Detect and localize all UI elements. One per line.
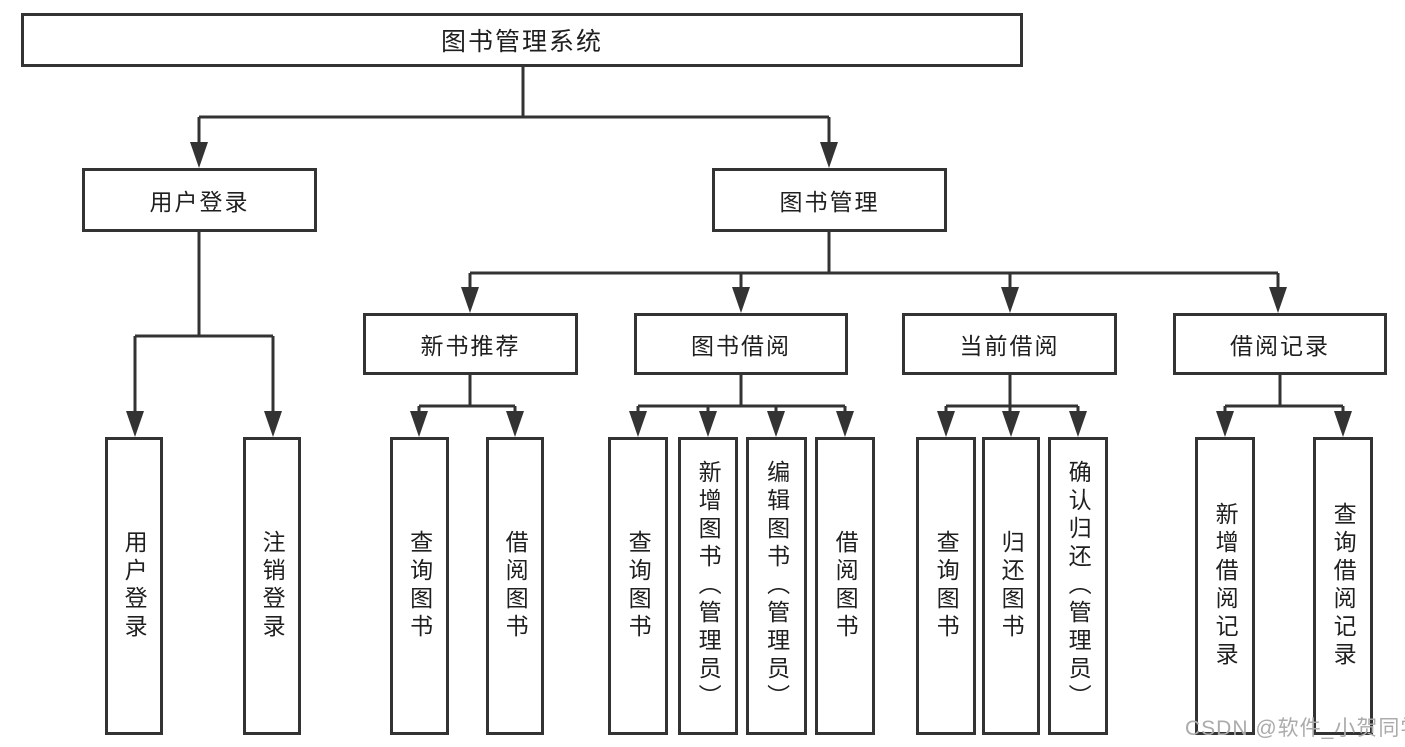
leaf-label: 查询图书: [625, 530, 652, 642]
node-current-borrowing: 当前借阅: [902, 313, 1117, 375]
leaf-label: 用户登录: [121, 530, 148, 642]
leaf-query-books-2: 查询图书: [608, 437, 668, 735]
node-label: 图书借阅: [691, 333, 791, 359]
leaf-label: 归还图书: [998, 530, 1025, 642]
arrowheads: [126, 142, 1352, 437]
node-library-management-system: 图书管理系统: [21, 13, 1023, 67]
leaf-query-books-3: 查询图书: [916, 437, 976, 735]
leaf-label: 借阅图书: [832, 530, 859, 642]
node-borrow-records: 借阅记录: [1173, 313, 1387, 375]
node-new-book-recommend: 新书推荐: [363, 313, 578, 375]
leaf-query-books-1: 查询图书: [390, 437, 449, 735]
node-label: 新书推荐: [420, 333, 521, 359]
node-label: 图书管理: [779, 189, 880, 215]
node-label: 用户登录: [149, 189, 250, 215]
node-user-login: 用户登录: [82, 168, 317, 232]
leaf-return-books: 归还图书: [982, 437, 1040, 735]
leaf-label: 注销登录: [259, 530, 286, 642]
leaf-label: 确认归还（管理员）: [1065, 460, 1092, 712]
leaf-label: 查询借阅记录: [1330, 502, 1357, 670]
leaf-edit-books-admin: 编辑图书（管理员）: [746, 437, 807, 735]
leaf-label: 编辑图书（管理员）: [763, 460, 790, 712]
leaf-borrow-books-2: 借阅图书: [815, 437, 875, 735]
leaf-user-login: 用户登录: [105, 437, 163, 735]
leaf-label: 新增借阅记录: [1212, 502, 1239, 670]
leaf-query-borrow-record: 查询借阅记录: [1313, 437, 1373, 735]
leaf-label: 新增图书（管理员）: [695, 460, 722, 712]
node-book-management: 图书管理: [712, 168, 947, 232]
leaf-add-books-admin: 新增图书（管理员）: [678, 437, 738, 735]
node-label: 图书管理系统: [440, 28, 603, 56]
node-book-borrowing: 图书借阅: [634, 313, 848, 375]
leaf-label: 查询图书: [933, 530, 960, 642]
leaf-confirm-return-admin: 确认归还（管理员）: [1048, 437, 1108, 735]
leaf-label: 借阅图书: [502, 530, 529, 642]
csdn-watermark: CSDN @软件_小贺同学: [1185, 717, 1405, 740]
leaf-label: 查询图书: [406, 530, 433, 642]
leaf-logout: 注销登录: [243, 437, 301, 735]
leaf-borrow-books-1: 借阅图书: [486, 437, 544, 735]
leaf-add-borrow-record: 新增借阅记录: [1195, 437, 1255, 735]
node-label: 当前借阅: [959, 333, 1060, 359]
node-label: 借阅记录: [1230, 333, 1330, 359]
